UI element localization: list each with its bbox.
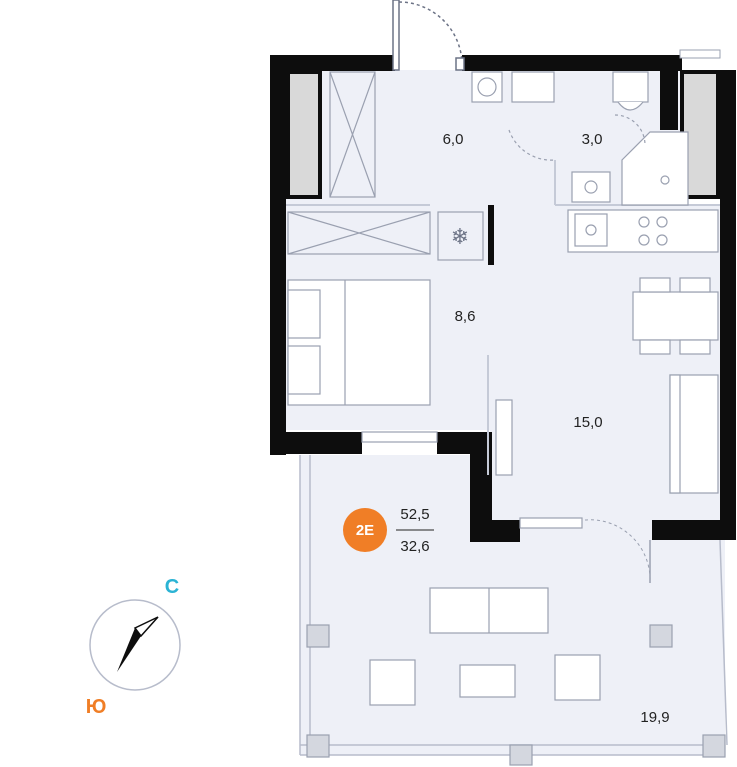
room-area-hall: 6,0 (443, 131, 464, 148)
terrace-door (584, 519, 651, 584)
fridge (437, 211, 484, 261)
wall-right-main (720, 190, 736, 535)
room-area-bedroom: 8,6 (455, 308, 476, 325)
windows (361, 431, 583, 529)
window-top-right (679, 49, 721, 59)
terrace-chair-left (369, 659, 416, 706)
bedroom-lower (285, 405, 490, 430)
wall-bottom-left (270, 432, 362, 454)
dining-table (632, 291, 719, 341)
walls (270, 55, 736, 542)
terrace-post-4 (509, 744, 533, 766)
compass-south-label: Ю (86, 696, 107, 718)
unit-code-badge (343, 508, 387, 552)
compass: С Ю (86, 576, 181, 718)
dining-set (632, 277, 719, 355)
bath-sink (571, 171, 611, 203)
kitchen-sink (574, 213, 608, 247)
kitchen (567, 209, 719, 253)
room-labels: 6,0 3,0 8,6 15,0 19,9 (443, 131, 670, 726)
bed (287, 279, 431, 406)
wall-partition-bath (488, 205, 494, 265)
living-area: 32,6 (400, 538, 429, 555)
wall-stub-bottom (470, 520, 520, 542)
tv-stand (495, 399, 513, 476)
wall-top-left (270, 55, 395, 71)
total-area: 52,5 (400, 506, 429, 523)
living-sofa (669, 374, 719, 494)
terrace-post-2 (649, 624, 673, 648)
toilet (612, 71, 649, 103)
room-area-bathroom: 3,0 (582, 131, 603, 148)
room-area-living: 15,0 (573, 414, 602, 431)
wall-bottom-right (652, 520, 736, 540)
terrace-post-5 (702, 734, 726, 758)
column-left (286, 70, 322, 199)
compass-needle-north (133, 616, 159, 638)
terrace-post-3 (306, 734, 330, 758)
bathroom-fixtures (471, 71, 689, 206)
terrace-table (459, 664, 516, 698)
compass-needle-south (117, 628, 141, 672)
compass-north-label: С (165, 576, 179, 598)
room-area-terrace: 19,9 (640, 709, 669, 726)
wall-left (270, 55, 286, 455)
entry-door (392, 0, 465, 71)
wardrobe-hall (329, 71, 376, 198)
wardrobes (287, 71, 484, 261)
wall-stub-vertical (470, 432, 492, 542)
terrace-furniture (306, 587, 726, 766)
wardrobe-bedroom (287, 211, 431, 255)
columns (286, 49, 721, 199)
snowflake-icon: ❄ (451, 224, 469, 249)
terrace-chair-right (554, 654, 601, 701)
wall-right-notch (660, 55, 678, 130)
unit-code: 2E (356, 522, 374, 539)
wall-right-upper (720, 70, 736, 210)
shower (621, 131, 689, 206)
terrace-post-1 (306, 624, 330, 648)
washing-machine (471, 71, 503, 103)
sink-cabinet (511, 71, 555, 103)
unit-badge: 2E 52,5 32,6 (343, 506, 434, 555)
wall-top-right (462, 55, 682, 71)
